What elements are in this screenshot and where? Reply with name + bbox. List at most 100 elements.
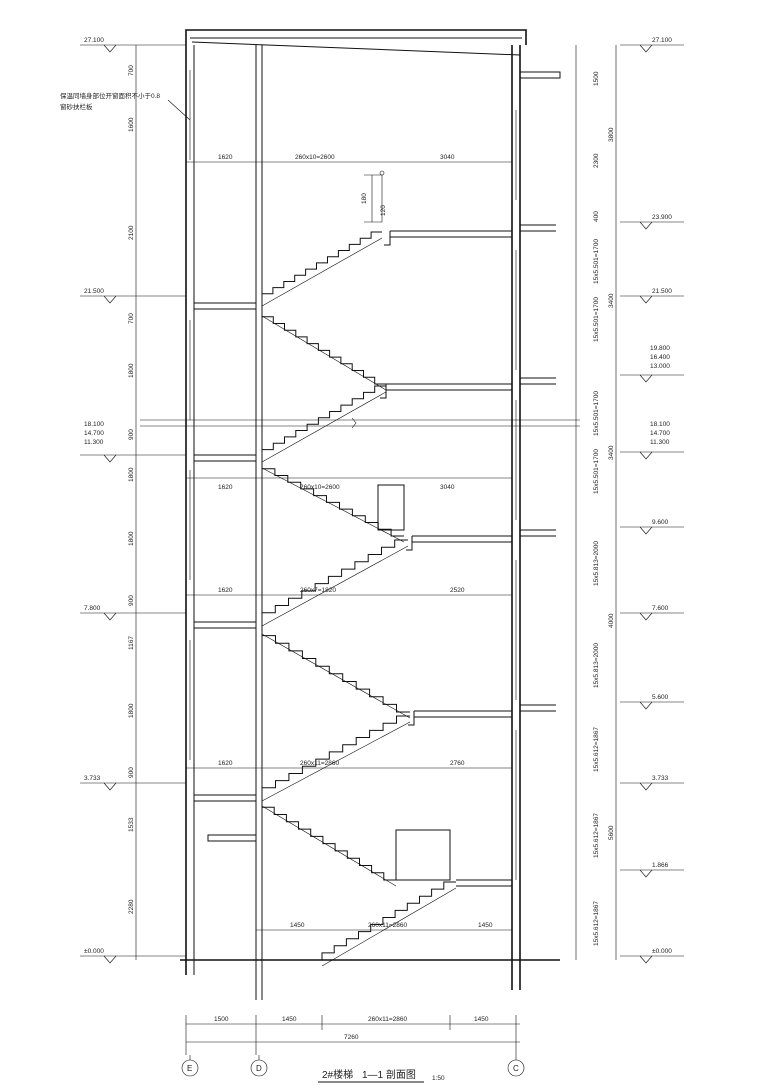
left-dim-5: 1800 (128, 363, 135, 378)
right-outer-dim-2: 3400 (608, 293, 615, 308)
left-dim-1: 700 (128, 65, 135, 76)
left-level-21500: 21.500 (84, 288, 104, 295)
right-outer-dim-4: 4000 (608, 613, 615, 628)
bottom-dim-4: 1450 (474, 1016, 489, 1023)
left-dim-12: 900 (128, 767, 135, 778)
right-dim-5: 15x5.501=1700 (593, 297, 600, 342)
left-vertical-dimensions: 700 1600 2100 700 1800 900 1800 1800 900… (128, 45, 137, 960)
plan-dim-1a: 1620 (218, 154, 233, 161)
left-level-3733: 3.733 (84, 775, 101, 782)
left-level-stack-2: 14.700 (84, 430, 104, 437)
stair-landings (377, 230, 512, 887)
left-dim-11: 1800 (128, 703, 135, 718)
bottom-dim-2: 1450 (282, 1016, 297, 1023)
axis-label-d: D (256, 1064, 262, 1073)
left-level-stack-3: 11.300 (84, 439, 104, 446)
right-level-3733: 3.733 (652, 775, 669, 782)
plan-dimensions: 1620 260x10=2600 3040 1620 260x10=2600 3… (186, 154, 512, 931)
stair-soffit-5 (261, 545, 409, 627)
right-dim-4: 15x5.501=1700 (593, 239, 600, 284)
left-level-7800: 7.800 (84, 605, 101, 612)
step-mark-180: 180 (361, 193, 368, 204)
right-level-0000: ±0.000 (652, 948, 672, 955)
right-level-9600: 9.600 (652, 519, 669, 526)
step-mark-120: 120 (380, 205, 387, 216)
axis-bubble-c (507, 1059, 525, 1077)
bottom-dim-3: 260x11=2860 (368, 1016, 407, 1023)
stair-soffit-1 (261, 237, 383, 307)
stair-soffit-6 (261, 633, 411, 719)
bottom-total: 7260 (344, 1034, 359, 1041)
right-dim-1: 1500 (593, 71, 600, 86)
right-level-upper-2: 16.400 (650, 354, 670, 361)
right-level-lower-3: 11.300 (650, 439, 670, 446)
plan-dim-3a: 1620 (218, 587, 233, 594)
right-dim-8: 15x5.813=2000 (593, 541, 600, 586)
left-level-0000: ±0.000 (84, 948, 104, 955)
axis-bubbles: E D C (181, 1055, 525, 1077)
right-level-5600: 5.600 (652, 694, 669, 701)
stair-flight-4 (261, 462, 404, 537)
right-level-upper-1: 19.800 (650, 345, 670, 352)
plan-dim-5c: 1450 (478, 922, 493, 929)
right-outer-dim-1: 3800 (608, 127, 615, 142)
right-dim-12: 15x5.612=1867 (593, 901, 600, 946)
plan-dim-2a: 1620 (218, 484, 233, 491)
note-line-2: 窗砂扶栏板 (60, 102, 93, 111)
stair-flight-7 (261, 715, 410, 795)
left-dim-13: 1533 (128, 817, 135, 832)
axis-label-c: C (513, 1064, 519, 1073)
right-level-1866: 1.866 (652, 862, 669, 869)
left-dim-10: 1167 (128, 636, 135, 650)
right-level-23900: 23.900 (652, 214, 672, 221)
right-level-lower-2: 14.700 (650, 430, 670, 437)
stair-flight-2 (261, 310, 386, 385)
right-level-27100: 27.100 (652, 37, 672, 44)
plan-dim-3c: 2520 (450, 587, 465, 594)
stair-flight-3 (261, 385, 386, 456)
title-stair-name: 2#楼梯 (322, 1068, 353, 1081)
stair-soffit-3 (261, 391, 387, 463)
right-dim-10: 15x5.612=1867 (593, 727, 600, 772)
plan-dim-2b: 260x10=2600 (300, 484, 340, 491)
stair-flight-8 (261, 800, 396, 881)
right-level-marks: 27.100 23.900 21.500 19.800 16.400 13.00… (620, 37, 684, 964)
bottom-dim-1: 1500 (214, 1016, 229, 1023)
bottom-dimensions: 1500 1450 260x11=2860 1450 7260 (185, 1015, 520, 1055)
plan-dim-4a: 1620 (218, 760, 233, 767)
right-dim-11: 15x5.612=1867 (593, 813, 600, 858)
stair-flight-9 (321, 881, 456, 960)
stair-soffit-8 (261, 805, 397, 887)
window-note: 保温同墙身部位开窗面积不小于0.8 窗砂扶栏板 (60, 91, 191, 121)
plan-dim-5b: 260x11=2860 (368, 922, 407, 929)
drawing-title: 2#楼梯 1—1 剖面图 1:50 (318, 1068, 445, 1083)
stair-flight-6 (261, 628, 410, 713)
right-vertical-dimensions: 1500 2300 400 15x5.501=1700 15x5.501=170… (575, 45, 617, 960)
left-dim-7: 1800 (128, 467, 135, 482)
axis-label-e: E (187, 1064, 192, 1073)
left-dim-2: 1600 (128, 117, 135, 132)
stair-flight-1 (261, 231, 382, 300)
left-dim-3: 2100 (128, 225, 135, 240)
building-shell (140, 29, 580, 1000)
right-dim-2: 2300 (593, 153, 600, 168)
stair-soffit-9 (321, 887, 457, 967)
right-level-7600: 7.600 (652, 605, 669, 612)
plan-dim-5a: 1450 (290, 922, 305, 929)
left-level-marks: 27.100 21.500 18.100 14.700 11.300 7.800… (80, 37, 186, 964)
right-level-upper-3: 13.000 (650, 363, 670, 370)
stair-flight-5 (261, 539, 408, 620)
stair-soffit-2 (261, 315, 387, 391)
right-outer-dim-5: 5600 (608, 825, 615, 840)
axis-bubble-d (250, 1059, 268, 1077)
note-line-1: 保温同墙身部位开窗面积不小于0.8 (60, 91, 160, 100)
right-outer-dim-3: 3400 (608, 445, 615, 460)
left-level-27100: 27.100 (84, 37, 104, 44)
right-dim-3: 400 (593, 211, 600, 222)
right-dim-9: 15x5.813=2000 (593, 643, 600, 688)
stair-flights (261, 231, 457, 967)
plan-dim-4b: 260x11=2860 (300, 760, 339, 767)
left-dim-6: 900 (128, 429, 135, 440)
plan-dim-1c: 3040 (440, 154, 455, 161)
